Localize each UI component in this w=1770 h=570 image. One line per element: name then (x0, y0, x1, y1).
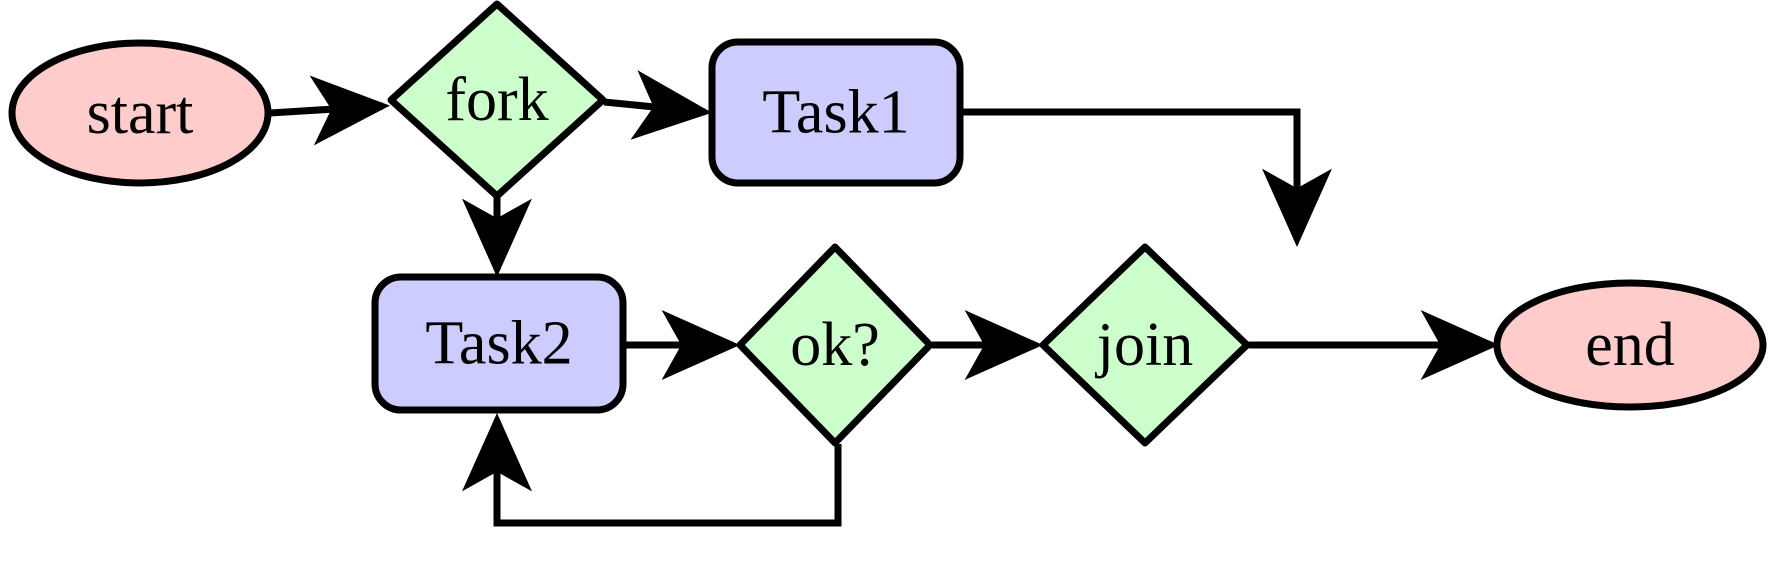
task1-label: Task1 (762, 79, 909, 147)
end-label: end (1585, 311, 1675, 379)
node-ok[interactable]: ok? (736, 243, 934, 447)
node-layer: start fork Task1 Task2 ok? (8, 0, 1767, 447)
join-diamond-shape[interactable] (1039, 243, 1251, 447)
fork-diamond-shape[interactable] (387, 0, 607, 200)
fork-label: fork (445, 66, 548, 134)
start-ellipse-shape[interactable] (8, 39, 272, 187)
node-end[interactable]: end (1493, 279, 1767, 411)
node-fork[interactable]: fork (387, 0, 607, 200)
edge-ok-task2-feedback (462, 412, 842, 527)
end-ellipse-shape[interactable] (1493, 279, 1767, 411)
node-start[interactable]: start (8, 39, 272, 187)
task1-rect-shape[interactable] (708, 38, 964, 187)
node-task1[interactable]: Task1 (708, 38, 964, 187)
ok-diamond-shape[interactable] (736, 243, 934, 447)
edge-start-fork (269, 75, 390, 146)
task2-rect-shape[interactable] (371, 273, 627, 414)
ok-label: ok? (790, 311, 880, 379)
node-join[interactable]: join (1039, 243, 1251, 447)
start-label: start (87, 79, 194, 147)
edge-task1-join (962, 108, 1332, 248)
edge-fork-task1 (603, 70, 712, 140)
edge-layer (269, 70, 1500, 527)
task2-label: Task2 (425, 310, 572, 378)
join-label: join (1095, 311, 1193, 379)
node-task2[interactable]: Task2 (371, 273, 627, 414)
